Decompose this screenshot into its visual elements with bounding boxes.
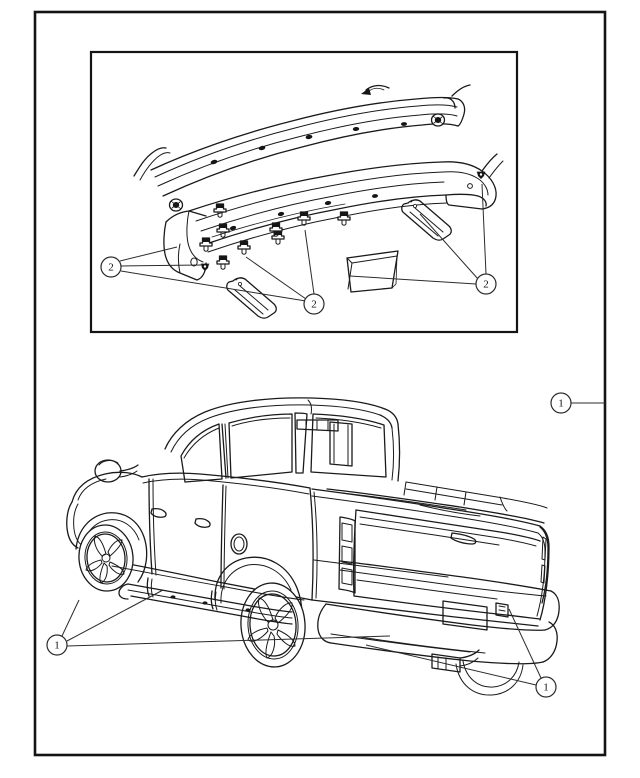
pickup-truck [66,397,560,696]
callout-label: 1 [54,640,60,652]
tailgate [352,509,541,620]
grommet [430,113,446,127]
callout-label: 2 [311,299,317,311]
door-handle [150,507,167,518]
mount-hole [467,183,473,189]
step-pad [170,595,176,599]
right-mounting-bracket [401,199,452,241]
bumper-step-pad [495,602,509,618]
tail-lamp [338,516,356,594]
push-pin-fastener [216,223,230,238]
center-high-mount-stop-lamp [296,419,339,432]
fuel-filler-door [230,533,248,555]
push-pin-fastener [297,211,311,226]
step-pad [401,122,407,126]
retaining-clip [476,171,486,179]
rear-bumper [317,560,560,665]
push-pin-fastener [216,255,230,270]
step-pad [352,126,360,132]
tail-lamp-far [539,526,549,604]
step-pad [305,134,313,140]
callout-1-bottom-left[interactable]: 1 [46,634,68,656]
far-rear-wheel [455,660,524,696]
callout-2-bottom[interactable]: 2 [303,293,325,315]
orientation-arrow-icon [361,84,390,95]
side-mirror [94,459,139,483]
callout-label: 2 [483,279,489,291]
push-pin-fastener [337,211,351,226]
grommet [168,198,184,212]
callout-bubbles: 2 2 2 1 1 1 [46,256,572,698]
cargo-box [311,481,550,627]
leader-lines [61,183,605,686]
step-pad [324,200,332,206]
push-pin-fastener [199,237,213,252]
step-pad [277,211,285,217]
retaining-clip [200,263,210,271]
upper-running-board-assembly [133,84,471,197]
trailer-hitch-receiver [431,649,480,673]
step-pad [258,145,266,151]
callout-label: 1 [558,398,564,410]
detail-panel-content [133,84,504,319]
callout-2-left[interactable]: 2 [100,256,122,278]
detail-panel-border [89,50,519,334]
push-pin-fastener [237,240,251,255]
front-wheel-rim [85,533,126,584]
step-pad [245,608,251,612]
callout-1-right[interactable]: 1 [550,392,572,414]
license-plate-pocket [442,600,488,631]
callout-1-bottom-right[interactable]: 1 [535,676,557,698]
callout-label: 2 [108,262,114,274]
push-pin-fastener [269,222,283,237]
push-pin-fastener-group [199,203,351,270]
outer-page-border [33,10,607,757]
door-handle [194,517,211,528]
callout-label: 1 [543,682,549,694]
rear-wheel-rim [247,593,297,659]
step-pad [210,159,218,165]
front-wheel [75,512,148,592]
cab-roof [164,397,401,482]
callout-2-right[interactable]: 2 [475,273,497,295]
cab-windows [180,399,387,483]
push-pin-fastener [213,203,227,218]
step-pad [229,225,237,231]
step-pad [202,601,208,605]
tailgate-handle [450,532,477,545]
step-pad [372,194,378,198]
